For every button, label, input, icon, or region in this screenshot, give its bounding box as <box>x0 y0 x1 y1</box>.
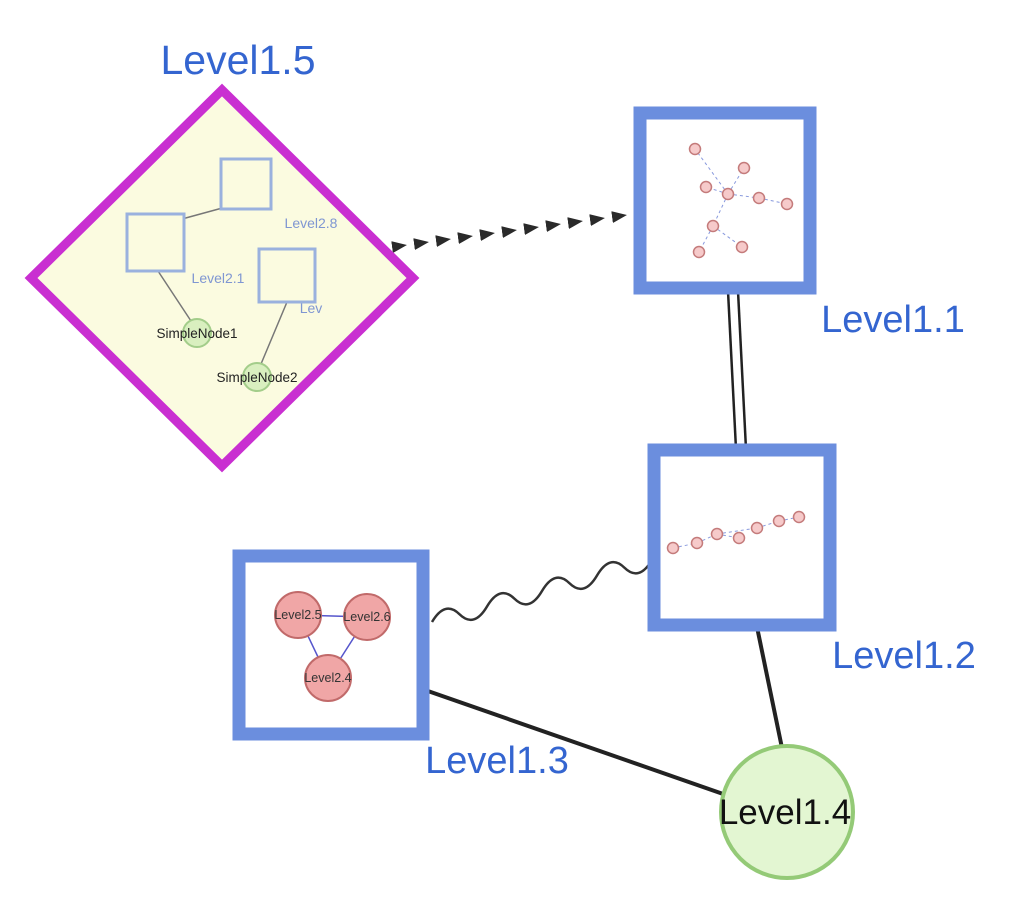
mini-node <box>772 514 786 528</box>
node-level2-4-label: Level2.4 <box>304 671 351 685</box>
mini-node <box>706 219 720 233</box>
mini-node <box>699 180 713 194</box>
node-level2-4[interactable] <box>304 654 352 702</box>
node-level12-label: Level1.2 <box>832 635 976 677</box>
node-level2-8[interactable] <box>219 157 273 211</box>
mini-node <box>688 142 702 156</box>
node-level2-5[interactable] <box>274 591 322 639</box>
edge-level15-level11 <box>391 211 627 254</box>
mini-node <box>692 245 706 259</box>
level11-box[interactable] <box>633 106 817 295</box>
node-level2-8-label: Level2.8 <box>285 215 338 231</box>
edge-level12-level14 <box>755 626 784 749</box>
node-level2-1-label: Level2.1 <box>192 270 245 286</box>
mini-node <box>737 161 751 175</box>
node-level11-label: Level1.1 <box>821 299 965 341</box>
level13-box[interactable] <box>232 549 430 741</box>
level15-inner-edges <box>157 206 288 365</box>
node-level13[interactable]: Level2.5 Level2.6 Level2.4 <box>232 549 430 741</box>
level11-subgraph <box>688 142 794 259</box>
mini-node <box>732 531 746 545</box>
node-level11[interactable] <box>633 106 817 295</box>
node-simplenode1[interactable] <box>182 318 212 348</box>
mini-node <box>721 187 735 201</box>
edge-level13-level12 <box>430 559 654 623</box>
mini-node <box>735 240 749 254</box>
node-level12[interactable] <box>647 443 837 632</box>
node-level2-5-label: Level2.5 <box>274 608 321 622</box>
node-level2-6[interactable] <box>343 593 391 641</box>
mini-node <box>750 521 764 535</box>
mini-node <box>752 191 766 205</box>
node-level2-lev[interactable] <box>257 247 317 304</box>
edge-level11-level12 <box>726 290 748 450</box>
node-simplenode2[interactable] <box>242 362 272 392</box>
node-level2-6-label: Level2.6 <box>343 610 390 624</box>
mini-node <box>710 527 724 541</box>
mini-node <box>780 197 794 211</box>
level12-subgraph <box>666 510 806 555</box>
node-level2-lev-label: Lev <box>300 300 323 316</box>
node-simplenode2-label: SimpleNode2 <box>216 370 297 385</box>
node-level13-label: Level1.3 <box>425 740 569 782</box>
node-level15-label: Level1.5 <box>160 37 315 83</box>
level14-circle[interactable] <box>719 744 855 880</box>
mini-node <box>666 541 680 555</box>
level13-subgraph: Level2.5 Level2.6 Level2.4 <box>274 591 391 702</box>
node-level15[interactable]: Level2.8 Level2.1 Lev SimpleNode1 Simple… <box>24 83 420 473</box>
node-level14-label: Level1.4 <box>719 793 851 832</box>
edge-level13-level14 <box>424 688 727 797</box>
mini-node <box>792 510 806 524</box>
level15-diamond-shape[interactable] <box>24 83 420 473</box>
node-level2-1[interactable] <box>125 212 186 273</box>
node-simplenode1-label: SimpleNode1 <box>156 326 237 341</box>
mini-node <box>690 536 704 550</box>
node-level14[interactable]: Level1.4 <box>719 744 855 880</box>
